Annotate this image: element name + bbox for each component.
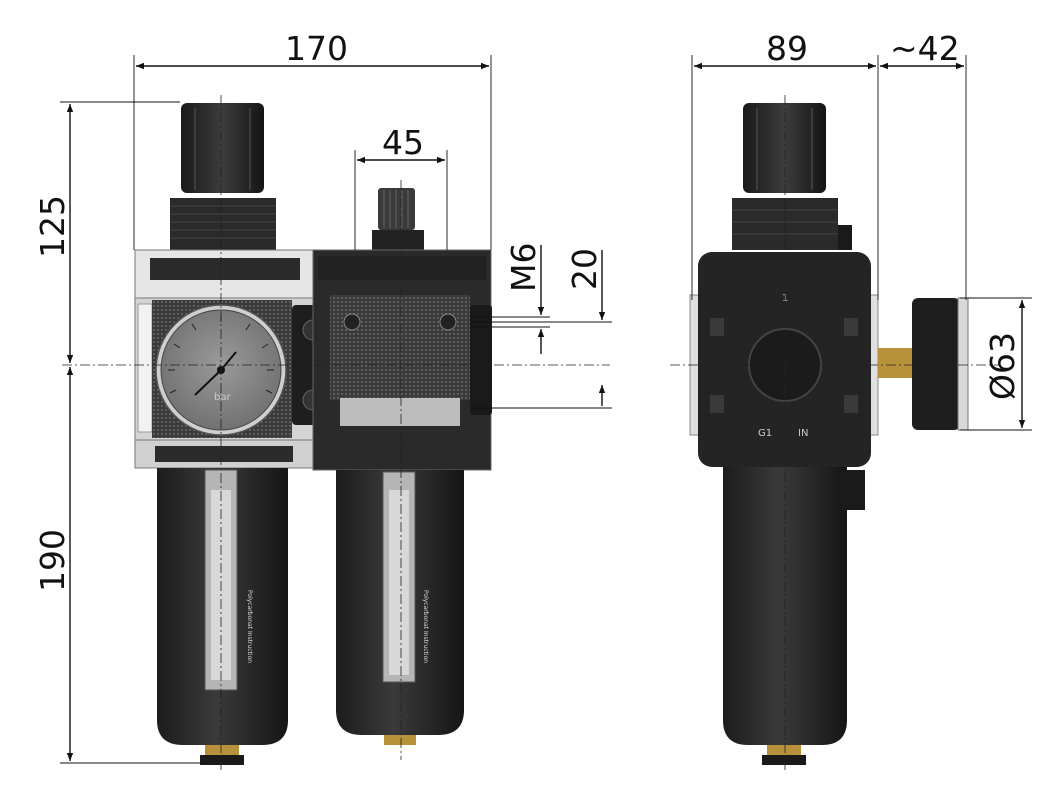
port-thread-label: G1 <box>758 428 772 439</box>
lubricator-bowl: Polycarbonat Instruction <box>336 470 464 745</box>
side-regulator-knob <box>732 103 852 250</box>
front-dimensions: 170 125 190 45 M6 20 <box>33 29 612 764</box>
side-body: 1 G1 IN <box>689 252 879 467</box>
gauge-projection-label: ~42 <box>890 29 960 68</box>
filter-bowl-text: Polycarbonat Instruction <box>246 590 253 663</box>
side-depth-label: 89 <box>766 29 808 68</box>
side-bowl <box>723 467 865 765</box>
gauge-diameter-label: Ø63 <box>983 332 1022 400</box>
port-direction-label: IN <box>798 428 808 439</box>
side-gauge <box>878 297 969 431</box>
lubricator-knob <box>372 188 424 250</box>
mount-spacing-label: 20 <box>565 248 604 290</box>
front-view: bar Polycarbonat Instruction Polyc <box>62 95 610 770</box>
filter-bowl: Polycarbonat Instruction <box>157 468 288 765</box>
side-dimensions: 89 ~42 Ø63 <box>691 29 1032 431</box>
lubricator-body <box>312 249 492 471</box>
side-view: 1 G1 IN <box>670 95 1000 770</box>
upper-height-label: 125 <box>33 195 72 258</box>
mount-thread-label: M6 <box>504 243 543 292</box>
regulator-knob <box>170 103 276 250</box>
lubricator-bowl-text: Polycarbonat Instruction <box>422 590 429 663</box>
gauge-unit-label: bar <box>214 392 231 403</box>
overall-width-label: 170 <box>285 29 348 68</box>
knob-spacing-label: 45 <box>382 123 424 162</box>
lower-height-label: 190 <box>33 529 72 592</box>
